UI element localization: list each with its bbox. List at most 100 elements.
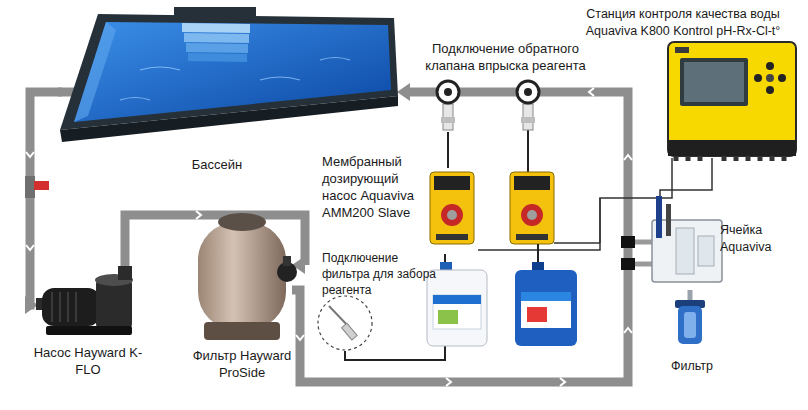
- dosing-pump-foot: [516, 234, 548, 240]
- valve-handle: [283, 256, 291, 266]
- pool-node: Бассейн: [62, 12, 397, 150]
- cable-glands: [676, 156, 784, 161]
- flow-chevron: [26, 245, 34, 250]
- canister-label-band: [433, 295, 481, 304]
- dosing-pump-head-core: [447, 210, 457, 220]
- cartridge-filter-node: Фильтр: [672, 300, 712, 350]
- pool-step: [182, 23, 250, 33]
- motor-fins: [52, 292, 76, 322]
- pool-step: [186, 43, 248, 53]
- ph-electrode: [656, 196, 662, 238]
- signal-wire: [599, 198, 601, 243]
- tube-connector: [448, 132, 449, 168]
- pipe-connector: [292, 83, 628, 382]
- pipe-connector-line: [688, 290, 693, 300]
- station-bottom: [668, 140, 796, 156]
- pool-rim: [174, 7, 256, 17]
- flow-chevron: [624, 328, 632, 333]
- pipe-connector: [690, 290, 691, 300]
- control-station-node: Станция контроля качества воды Aquaviva …: [668, 40, 796, 158]
- dosing-tube: [527, 130, 529, 172]
- dosing-pump-node: Мембранный дозирующий насос Aquaviva AMM…: [428, 168, 478, 254]
- station-button: [778, 74, 786, 82]
- ball-valve: [25, 176, 35, 198]
- flow-chevron: [560, 378, 565, 386]
- pool-step: [188, 53, 247, 62]
- pump-base: [46, 326, 132, 335]
- canister-label-art: [527, 307, 547, 322]
- dosing-pump-top: [434, 176, 470, 190]
- check-valve-node: Подключение обратного клапана впрыска ре…: [432, 82, 464, 132]
- pump-outlet: [118, 266, 132, 280]
- pipe-saddle: [621, 236, 635, 248]
- canister-label-art: [438, 310, 458, 324]
- station-logo: [675, 47, 689, 53]
- wire-connector-line: [478, 158, 672, 250]
- pool-rim: [60, 14, 398, 130]
- station-body: [668, 42, 796, 156]
- dosing-pump-top: [514, 176, 550, 190]
- node-label: Подключение обратного клапана впрыска ре…: [413, 40, 598, 74]
- canister-blue: [515, 270, 577, 346]
- ball-valve-handle: [34, 181, 49, 190]
- station-button: [766, 86, 774, 94]
- station-screen-inner: [684, 62, 744, 102]
- inset-filter: [342, 323, 358, 340]
- dosing-pump-head: [441, 204, 463, 226]
- dosing-pump-head-core: [527, 210, 537, 220]
- flow-chevron: [589, 88, 594, 96]
- wire-connector-line: [660, 158, 712, 210]
- flow-chevron: [26, 152, 34, 157]
- node-label: Станция контроля качества воды Aquaviva …: [561, 6, 805, 39]
- circulation-pump-node: Насос Hayward K-FLO: [38, 270, 138, 340]
- flow-chevron: [296, 335, 304, 340]
- rx-electrode: [666, 204, 671, 236]
- suction-tube: [537, 244, 539, 264]
- pool-inner-wall: [74, 22, 116, 122]
- canister-cap: [532, 262, 544, 271]
- dosing-pump-head: [521, 204, 543, 226]
- filter-base: [204, 322, 280, 340]
- valve-nut: [521, 117, 535, 123]
- filter-lid: [218, 213, 266, 231]
- cell-chamber: [676, 228, 694, 274]
- flow-chevrons: [26, 88, 632, 386]
- inset-circle: [318, 296, 372, 350]
- node-label: Мембранный дозирующий насос Aquaviva AMM…: [322, 153, 424, 222]
- station-screen: [680, 58, 748, 106]
- suction-filter-node: Подключение фильтра для забора реагента: [317, 295, 373, 351]
- pipe-connector-line: [25, 92, 62, 305]
- dosing-pump-body: [510, 172, 554, 244]
- wire-connector: [478, 158, 672, 250]
- valve-nut: [441, 117, 455, 123]
- pump-motor: [42, 288, 100, 326]
- canister-white: [427, 270, 487, 346]
- flow-chevron: [624, 155, 632, 160]
- pipe-saddle: [621, 258, 635, 270]
- check-valve: [517, 81, 539, 103]
- small-filter-bowl: [678, 306, 702, 344]
- canister-label: [433, 295, 481, 329]
- measuring-cell-node: Ячейка Aquaviva: [648, 210, 726, 290]
- node-label: Насос Hayward K-FLO: [28, 344, 148, 378]
- cell-chamber: [698, 236, 714, 266]
- pipe-connector: [25, 92, 62, 314]
- sand-filter-node: Фильтр Hayward ProSide: [192, 205, 292, 343]
- node-label: Фильтр Hayward ProSide: [182, 347, 302, 381]
- signal-wire: [554, 242, 600, 244]
- station-button: [766, 74, 774, 82]
- pool-water: [74, 22, 391, 122]
- check-valve: [437, 81, 459, 103]
- node-label: Ячейка Aquaviva: [720, 222, 784, 255]
- check-valve-core: [444, 88, 452, 96]
- station-button: [754, 74, 762, 82]
- station-button: [766, 62, 774, 70]
- canister-label: [521, 292, 571, 328]
- filter-tank: [198, 222, 286, 330]
- dosing-pump-foot: [436, 234, 468, 240]
- flow-chevron: [446, 378, 451, 386]
- pipe-connector-line: [292, 92, 628, 382]
- check-valve-core: [524, 88, 532, 96]
- water-ripple: [120, 58, 350, 101]
